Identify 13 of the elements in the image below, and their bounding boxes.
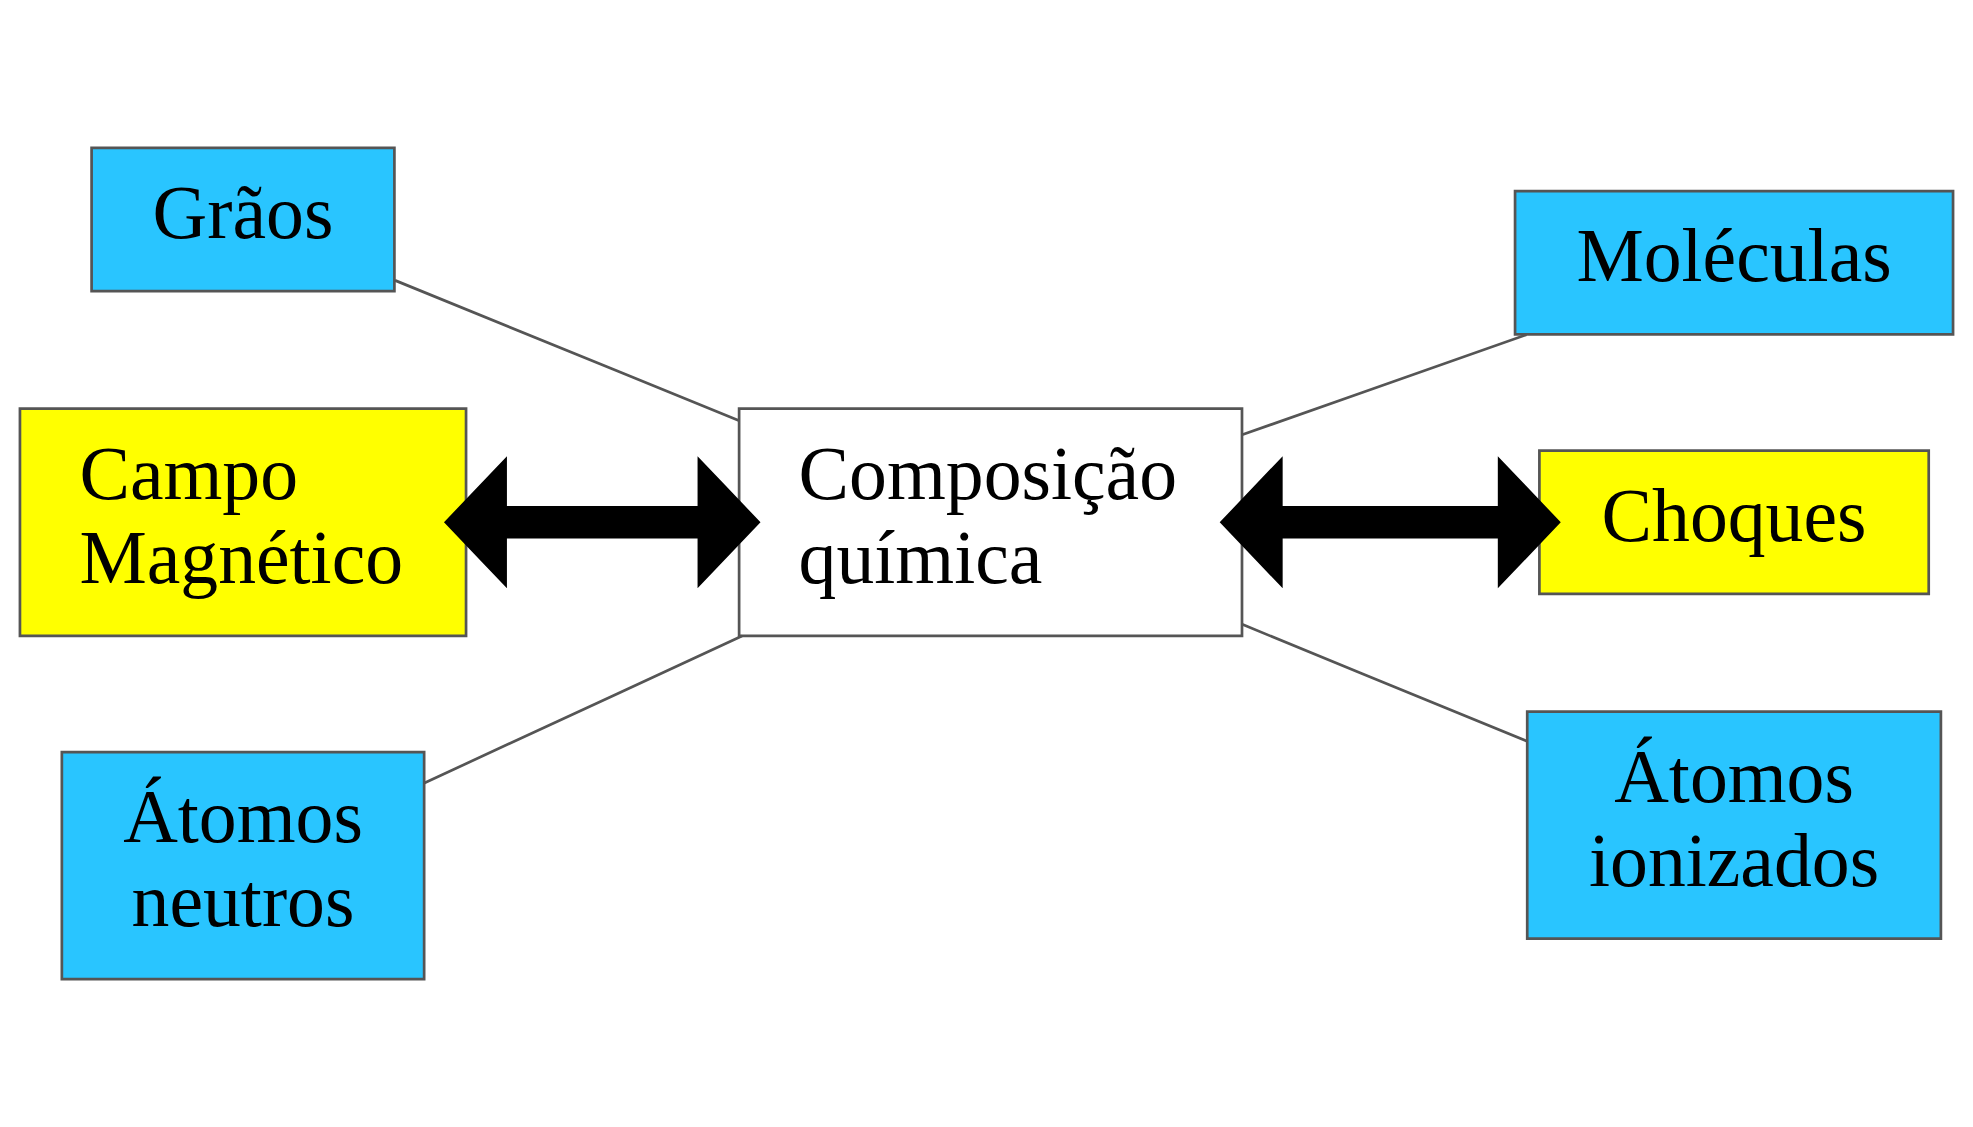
connector [1241,623,1528,743]
connector [423,634,743,785]
node-box: Grãos [90,146,396,293]
node-box: Átomos ionizados [1525,710,1943,940]
arrow [1219,456,1561,589]
node-box: Campo Magnético [18,407,468,638]
node-box: Moléculas [1513,189,1955,336]
node-box: Átomos neutros [60,750,426,981]
node-box: Composição química [737,407,1244,638]
connector [1241,333,1527,437]
connector [394,279,740,422]
arrow [443,456,761,589]
node-box: Choques [1538,449,1931,596]
